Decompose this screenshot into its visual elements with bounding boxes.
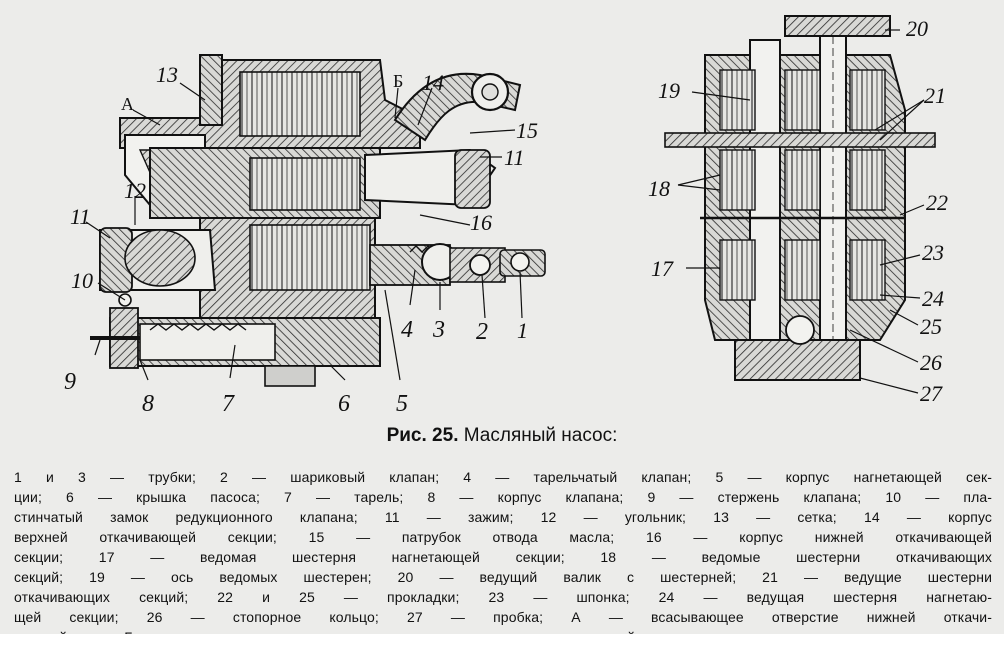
legend-line: стинчатый замок редукционного клапана; 1… <box>14 509 992 525</box>
label-2: 2 <box>476 319 488 345</box>
figure-caption-title: Рис. 25. Масляный насос: <box>0 425 1004 447</box>
label-22: 22 <box>926 190 948 215</box>
right-section-view <box>664 15 936 381</box>
page-bottom-margin <box>0 634 1004 650</box>
figure-title: Масляный насос: <box>463 425 618 446</box>
legend-line: секций; 19 — ось ведомых шестерен; 20 — … <box>14 569 992 585</box>
label-27: 27 <box>920 381 942 406</box>
label-13: 13 <box>156 62 178 87</box>
label-5: 5 <box>396 391 408 417</box>
label-4: 4 <box>401 317 413 343</box>
label-25: 25 <box>920 314 942 339</box>
label-21: 21 <box>924 83 946 108</box>
label-16: 16 <box>470 210 492 235</box>
left-section-view <box>90 54 546 387</box>
legend-line: 1 и 3 — трубки; 2 — шариковый клапан; 4 … <box>14 469 992 485</box>
label-26: 26 <box>920 350 942 375</box>
label-11-top: 11 <box>504 145 525 170</box>
label-1: 1 <box>517 318 528 343</box>
leader-lines <box>85 29 925 394</box>
label-b: Б <box>393 71 404 91</box>
label-3: 3 <box>433 317 445 343</box>
legend-line: ции; 6 — крышка пасоса; 7 — тарель; 8 — … <box>14 489 992 505</box>
label-a: А <box>121 94 134 114</box>
label-19: 19 <box>658 78 680 103</box>
oil-pump-drawing <box>85 15 936 394</box>
label-17: 17 <box>651 256 673 281</box>
figure-legend: 1 и 3 — трубки; 2 — шариковый клапан; 4 … <box>14 467 992 647</box>
label-7: 7 <box>222 391 234 417</box>
label-6: 6 <box>338 391 350 417</box>
label-14: 14 <box>422 70 444 95</box>
label-24: 24 <box>922 286 944 311</box>
label-12: 12 <box>124 178 146 203</box>
legend-line: секции; 17 — ведомая шестерня нагнетающе… <box>14 549 992 565</box>
label-20: 20 <box>906 16 928 41</box>
label-23: 23 <box>922 240 944 265</box>
label-11-left: 11 <box>70 204 91 229</box>
label-10: 10 <box>71 268 93 293</box>
figure-number: Рис. 25. <box>386 425 459 446</box>
label-15: 15 <box>516 118 538 143</box>
legend-line: откачивающих секций; 22 и 25 — прокладки… <box>14 589 992 605</box>
label-18: 18 <box>648 176 670 201</box>
label-9: 9 <box>64 369 76 395</box>
legend-line: щей секции; 26 — стопорное кольцо; 27 — … <box>14 609 992 625</box>
label-8: 8 <box>142 391 154 417</box>
legend-line: верхней откачивающей секции; 15 — патруб… <box>14 529 992 545</box>
